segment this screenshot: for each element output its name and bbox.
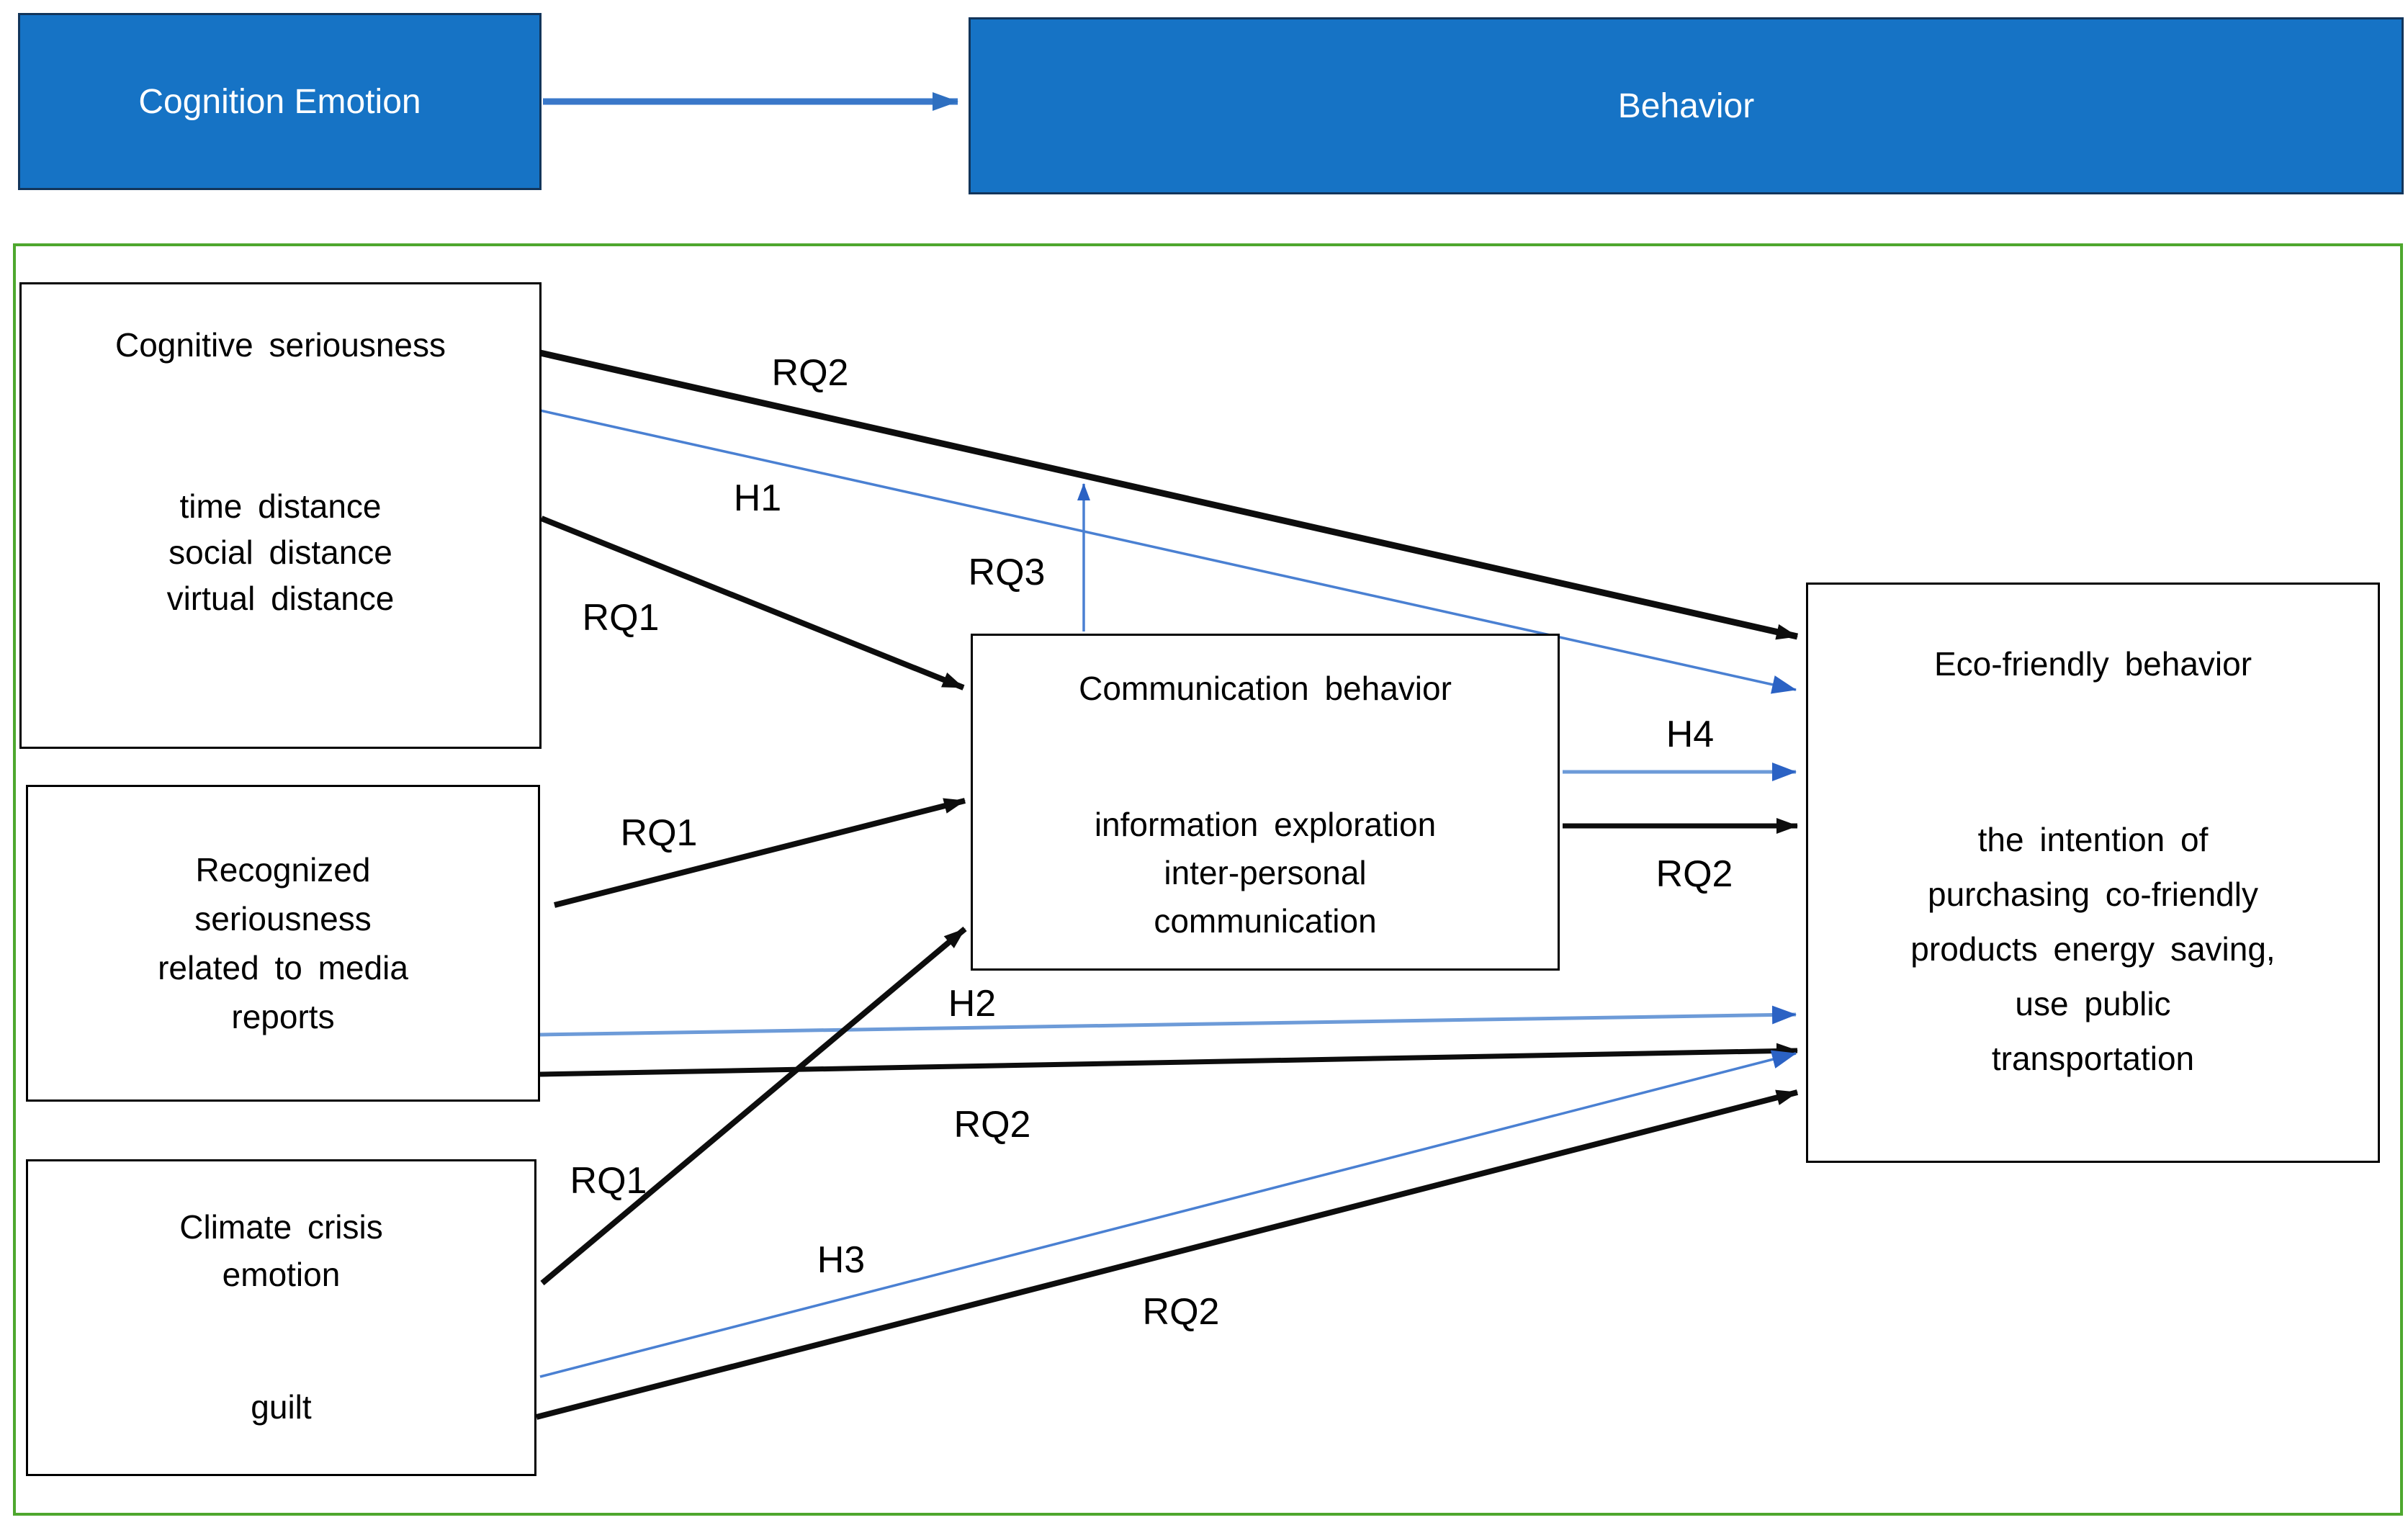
arrow-rq1-cognitive-to-communication: [540, 516, 965, 691]
communication-title: Communication behavior: [1079, 670, 1452, 707]
arrow-rq2-recognized-to-eco: [539, 1043, 1798, 1077]
eco-line: use public: [2015, 985, 2171, 1022]
climate-guilt-label: guilt: [251, 1388, 312, 1426]
cognitive-dimension: social distance: [169, 534, 392, 571]
label-rq1-recognized-comm: RQ1: [620, 812, 698, 854]
cognitive-dimension: time distance: [179, 487, 382, 525]
label-h4: H4: [1666, 714, 1715, 755]
arrow-h2-recognized-to-eco: [539, 1005, 1797, 1037]
behavior-label: Behavior: [1617, 86, 1755, 125]
arrow-h1-cognitive-to-eco: [539, 409, 1797, 694]
label-rq3: RQ3: [968, 552, 1046, 593]
label-rq2-comm-eco: RQ2: [1656, 853, 1733, 895]
eco-line: products energy saving,: [1910, 930, 2276, 968]
eco-line: transportation: [1991, 1040, 2195, 1077]
cognitive-seriousness-box: Cognitive seriousness time distance soci…: [19, 282, 542, 749]
label-h3: H3: [817, 1239, 866, 1281]
eco-friendly-behavior-box: Eco-friendly behavior the intention of p…: [1806, 583, 2380, 1163]
communication-line: communication: [1154, 902, 1377, 940]
eco-line: the intention of: [1977, 821, 2209, 858]
climate-line: Climate crisis: [179, 1208, 383, 1246]
recognized-line: seriousness: [194, 900, 372, 937]
eco-line: purchasing co-friendly: [1927, 876, 2258, 913]
communication-line: information exploration: [1094, 806, 1437, 843]
communication-line: inter-personal: [1164, 854, 1367, 891]
recognized-line: related to media: [158, 949, 408, 986]
label-rq1-climate-comm: RQ1: [570, 1160, 647, 1202]
arrow-h3-climate-to-eco: [539, 1050, 1797, 1378]
cognition-emotion-box: Cognition Emotion: [18, 13, 542, 190]
label-h2: H2: [948, 983, 997, 1025]
label-rq2-recognized-eco: RQ2: [953, 1104, 1031, 1146]
arrow-rq1-climate-to-communication: [540, 926, 967, 1286]
label-rq2-cognitive-eco: RQ2: [771, 352, 849, 394]
behavior-box: Behavior: [969, 17, 2404, 194]
cognition-emotion-label: Cognition Emotion: [138, 82, 421, 121]
climate-crisis-emotion-box: Climate crisis emotion guilt: [26, 1159, 536, 1476]
recognized-seriousness-box: Recognized seriousness related to media …: [26, 785, 540, 1102]
cognitive-seriousness-title: Cognitive seriousness: [114, 326, 446, 364]
arrow-rq1-recognized-to-communication: [554, 798, 966, 908]
cognitive-dimension: virtual distance: [166, 580, 395, 617]
recognized-line: Recognized: [195, 851, 371, 889]
climate-line: emotion: [222, 1256, 341, 1293]
label-rq1-cognitive-comm: RQ1: [582, 597, 660, 639]
arrow-rq2-climate-to-eco: [536, 1089, 1798, 1420]
label-h1: H1: [733, 477, 782, 519]
arrow-rq2-cognitive-to-eco: [539, 349, 1798, 640]
recognized-line: reports: [231, 998, 335, 1035]
label-rq2-climate-eco: RQ2: [1142, 1291, 1220, 1333]
communication-behavior-box: Communication behavior information explo…: [971, 634, 1560, 971]
eco-title: Eco-friendly behavior: [1933, 645, 2252, 683]
